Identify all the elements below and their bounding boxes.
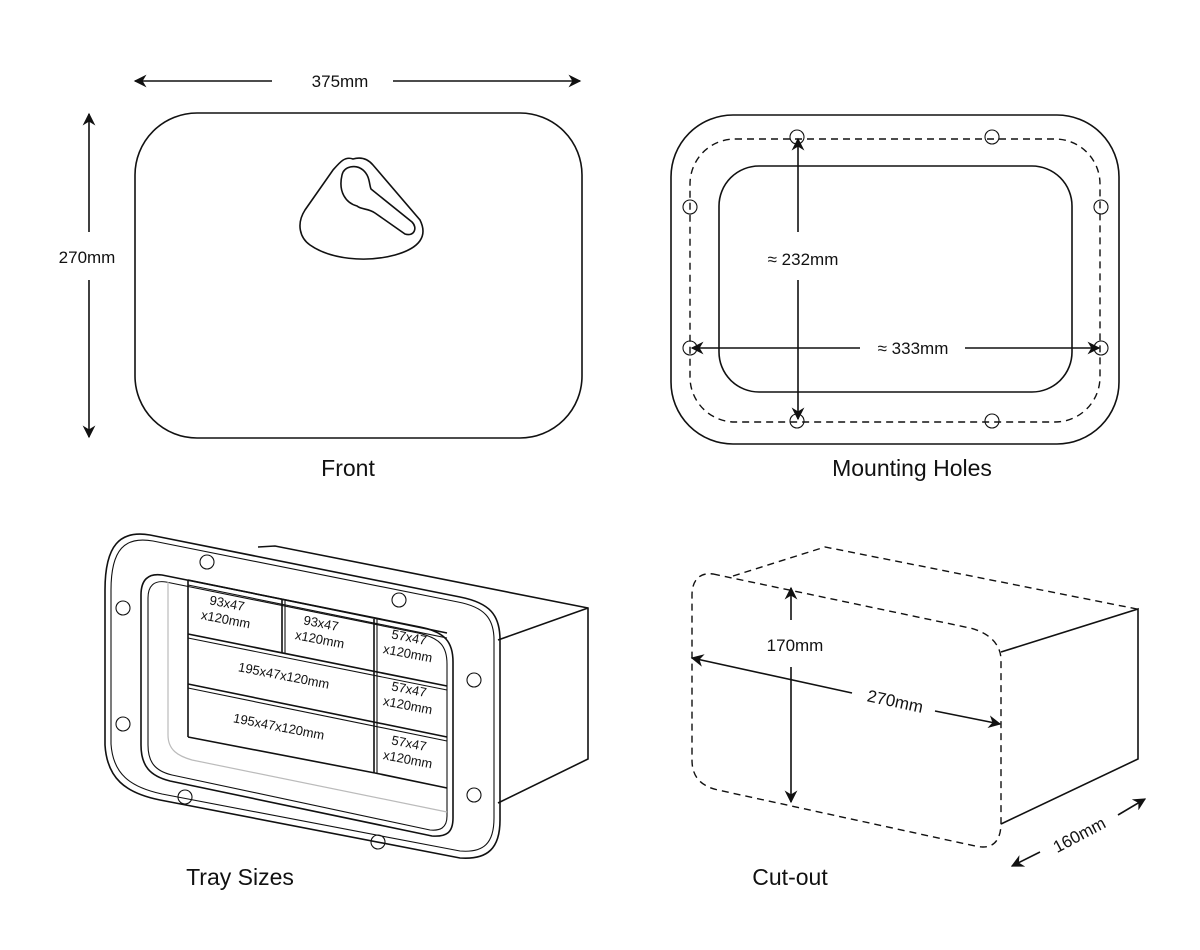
tray-label: 195x47x120mm (232, 710, 326, 742)
screw-hole (391, 592, 407, 608)
flange-outline (670, 114, 1120, 445)
vertical-spacing-label: ≈ 232mm (768, 250, 839, 269)
screw-hole (115, 716, 131, 732)
cutout-depth-arrow-left (1010, 851, 1041, 867)
mounting-hole (1093, 199, 1109, 215)
cutout-depth-label: 160mm (1050, 813, 1109, 856)
cutout-front-face (691, 573, 1002, 848)
opening-outline (718, 165, 1073, 393)
tray-labels: 93x47 x120mm 93x47 x120mm 57x47 x120mm 1… (200, 592, 437, 771)
mounting-holes-view: ≈ 232mm ≈ 333mm Mounting Holes (670, 114, 1120, 481)
box-body-edge (497, 607, 589, 641)
cutout-caption: Cut-out (752, 864, 828, 890)
screw-hole (370, 834, 386, 850)
mounting-holes (682, 129, 1109, 429)
mounting-hole (789, 129, 805, 145)
front-view: 375mm 270mm Front (59, 72, 583, 481)
mounting-hole (682, 199, 698, 215)
tray-divider (187, 683, 448, 738)
tray-opening-outer (140, 573, 454, 837)
front-width-label: 375mm (312, 72, 369, 91)
tray-opening-inner (147, 581, 448, 831)
screw-hole (466, 672, 482, 688)
tray-flange-holes (115, 554, 482, 850)
screw-hole (115, 600, 131, 616)
mounting-hole (789, 413, 805, 429)
latch-handle-icon[interactable] (340, 165, 416, 236)
cutout-side-face (1000, 607, 1139, 825)
tray-dividers (187, 579, 448, 789)
cutout-width-label: 270mm (865, 686, 924, 716)
tray-sizes-caption: Tray Sizes (186, 864, 294, 890)
front-caption: Front (321, 455, 375, 481)
latch-base-icon (299, 157, 424, 260)
cutout-top-edges (732, 546, 1138, 610)
tray-divider (187, 579, 448, 634)
tray-flange-outer (104, 533, 501, 859)
mounting-hole (984, 129, 1000, 145)
tray-divider (374, 772, 448, 789)
tray-divider (187, 584, 448, 639)
tray-sizes-view: 93x47 x120mm 93x47 x120mm 57x47 x120mm 1… (104, 533, 589, 890)
tray-flange-outer-inner-edge (110, 539, 495, 852)
screw-hole (177, 789, 193, 805)
cutout-width-arrow-right (934, 710, 1002, 729)
front-panel-outline (134, 112, 583, 439)
bolt-circle-dashed (689, 138, 1101, 423)
cutout-view: 170mm 270mm 160mm Cut-out (690, 546, 1147, 890)
tray-divider (187, 687, 448, 742)
tray-inner-shadow (167, 582, 448, 813)
tray-divider (187, 637, 448, 691)
horizontal-spacing-label: ≈ 333mm (878, 339, 949, 358)
tray-divider (187, 736, 376, 774)
screw-hole (199, 554, 215, 570)
front-height-label: 270mm (59, 248, 116, 267)
cutout-height-label: 170mm (767, 636, 824, 655)
cutout-width-arrow-left (690, 654, 853, 694)
tray-label: 57x47 x120mm (382, 677, 437, 717)
cutout-depth-arrow-right (1117, 798, 1147, 816)
mounting-holes-caption: Mounting Holes (832, 455, 992, 481)
tray-divider (187, 633, 448, 687)
tray-label: 57x47 x120mm (382, 625, 437, 665)
screw-hole (466, 787, 482, 803)
mounting-hole (984, 413, 1000, 429)
